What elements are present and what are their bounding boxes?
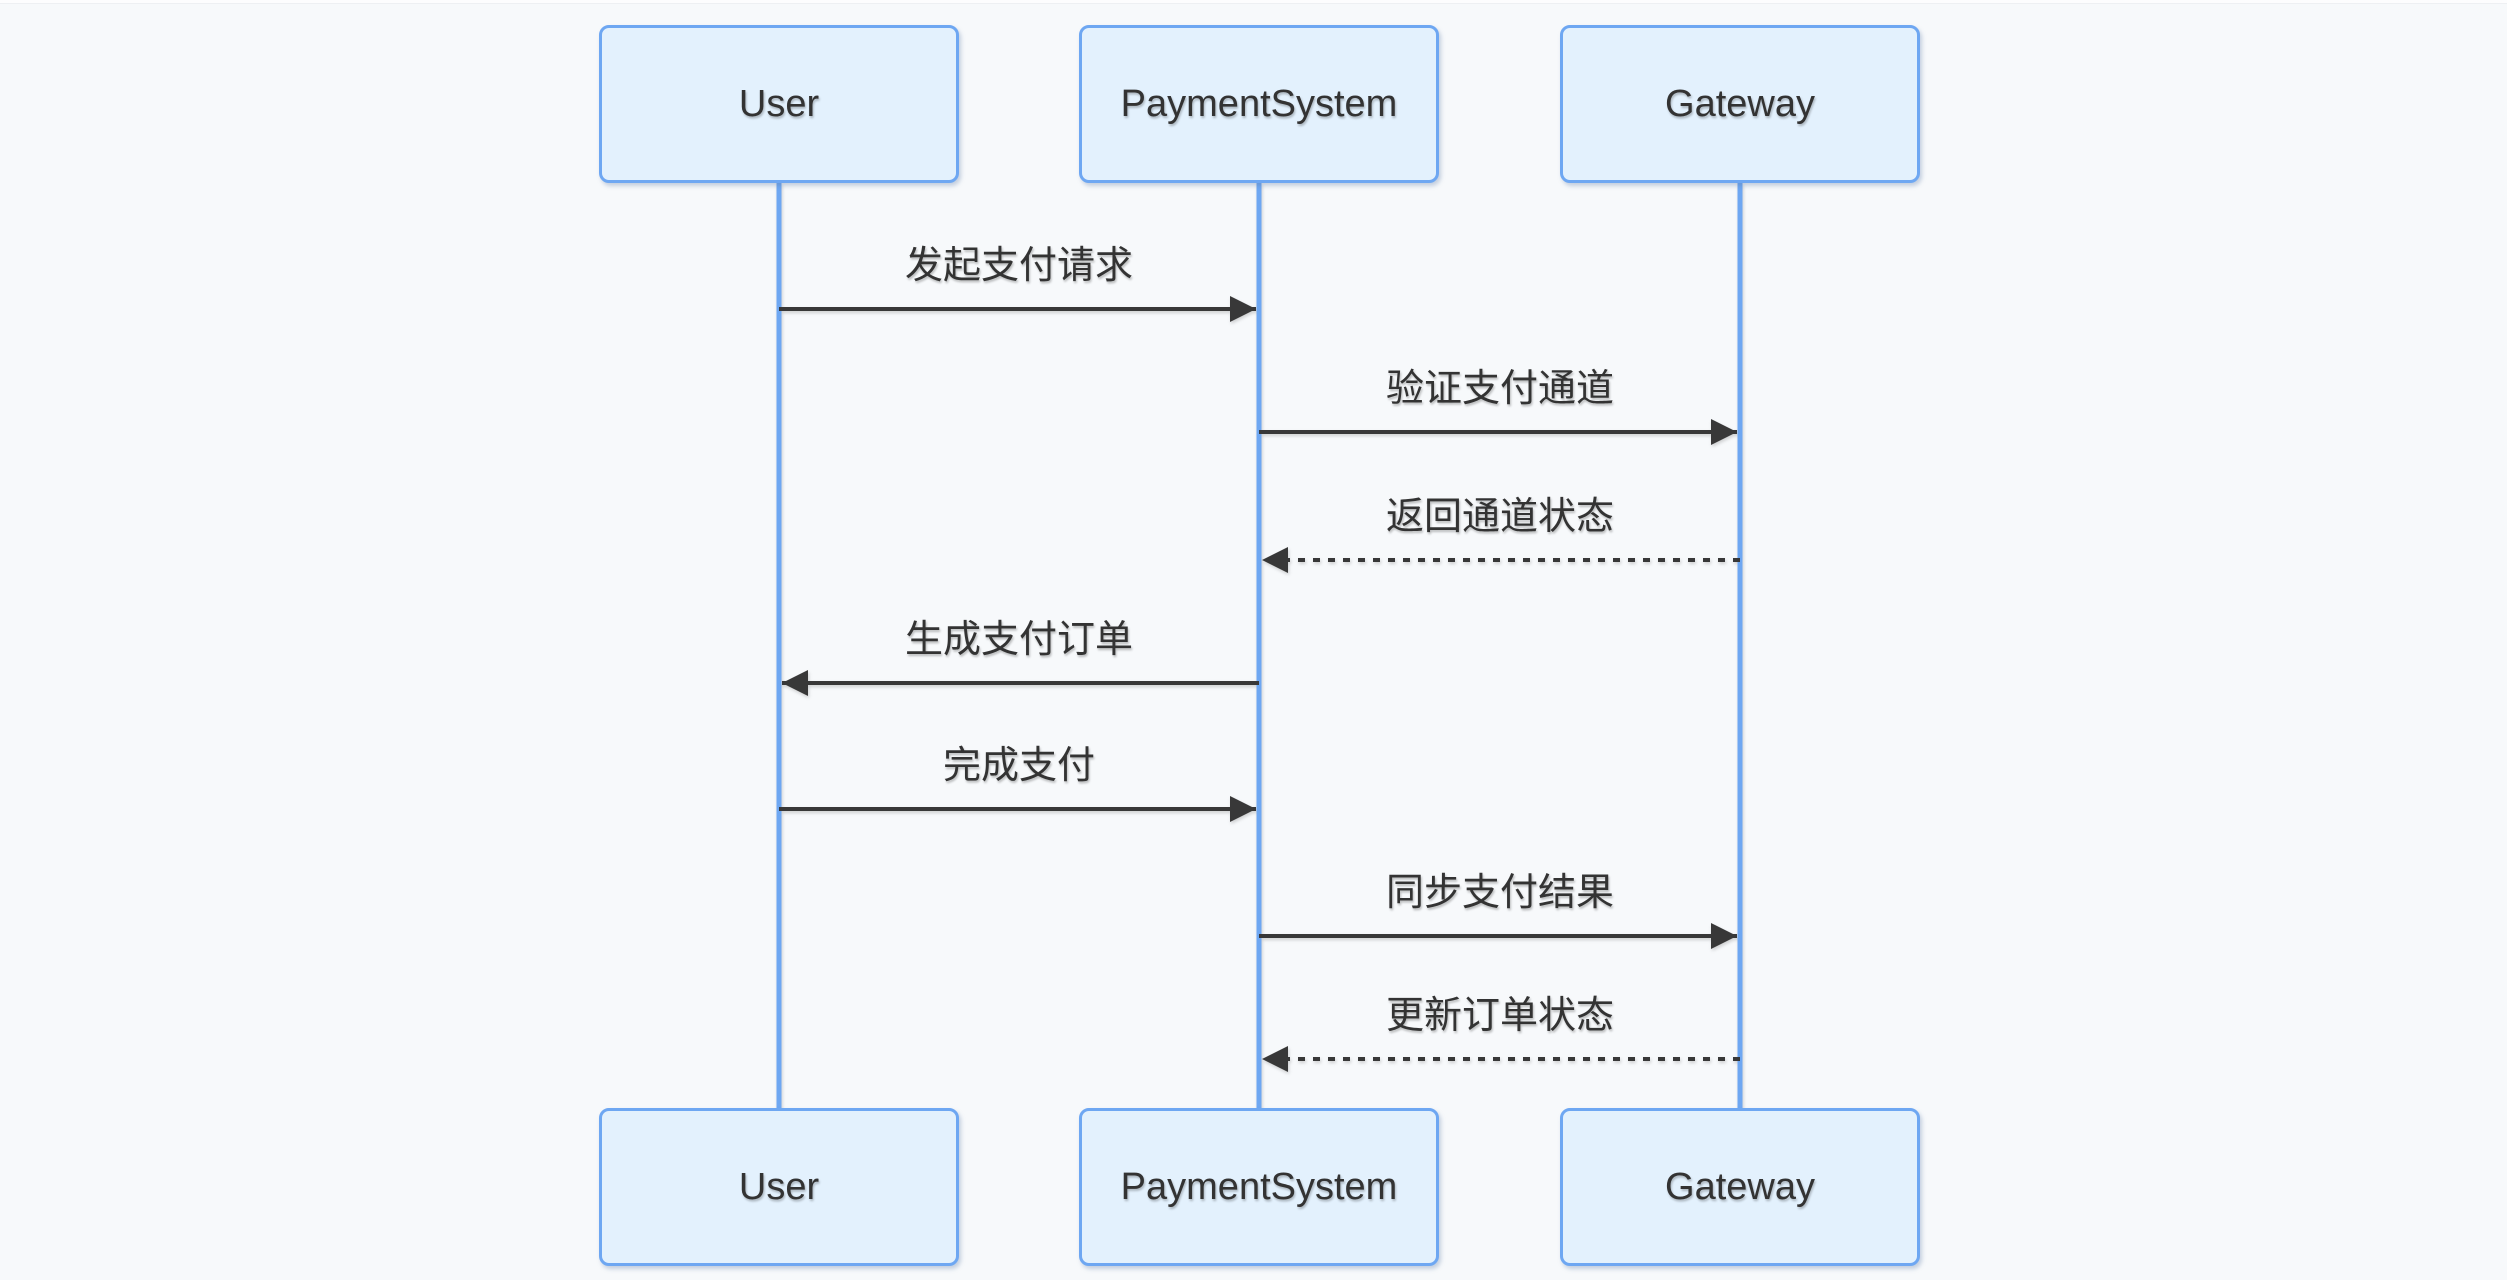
message-label-6: 同步支付结果	[1385, 872, 1614, 914]
message-label-4: 生成支付订单	[904, 619, 1133, 661]
actor-box-gateway-top: Gateway	[1560, 25, 1920, 183]
actor-label-gateway: Gateway	[1665, 82, 1815, 125]
actor-box-paymentsystem-bottom: PaymentSystem	[1079, 1108, 1439, 1266]
actor-label-user: User	[738, 82, 820, 125]
message-label-7: 更新订单状态	[1385, 995, 1614, 1037]
actor-label-paymentsystem: PaymentSystem	[1120, 1165, 1398, 1208]
message-label-2: 验证支付通道	[1385, 368, 1614, 410]
message-label-5: 完成支付	[942, 745, 1095, 787]
message-label-3: 返回通道状态	[1385, 496, 1614, 538]
actor-box-paymentsystem-top: PaymentSystem	[1079, 25, 1439, 183]
actor-label-paymentsystem: PaymentSystem	[1120, 82, 1398, 125]
actor-label-user: User	[738, 1165, 820, 1208]
actor-box-gateway-bottom: Gateway	[1560, 1108, 1920, 1266]
actor-box-user-bottom: User	[599, 1108, 959, 1266]
top-edge-strip	[0, 0, 2507, 4]
message-label-1: 发起支付请求	[904, 245, 1133, 287]
actor-box-user-top: User	[599, 25, 959, 183]
actor-label-gateway: Gateway	[1665, 1165, 1815, 1208]
